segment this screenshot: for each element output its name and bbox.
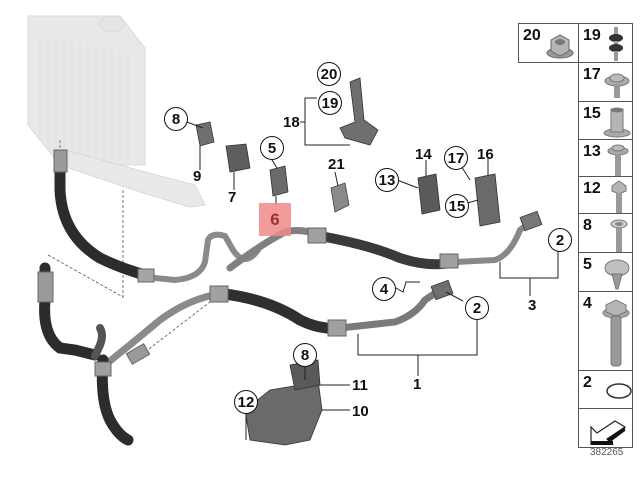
- parts-cell-label: 15: [583, 105, 601, 122]
- callout-13: 13: [375, 168, 399, 192]
- callout-7: 7: [228, 189, 237, 206]
- flange-bolt-long-icon: [607, 144, 629, 177]
- parts-cell-13[interactable]: 13: [578, 139, 633, 177]
- parts-cell-label: 19: [583, 27, 601, 44]
- callout-17: 17: [444, 146, 468, 170]
- o-ring-icon: [606, 383, 632, 399]
- callout-20: 20: [317, 62, 341, 86]
- hose-part-1: [37, 262, 454, 446]
- parts-cell-label: 4: [583, 295, 592, 312]
- parts-cell-19[interactable]: 19: [578, 23, 633, 63]
- clip-7: [225, 143, 251, 173]
- callout-21: 21: [328, 156, 345, 173]
- parts-cell-label: 8: [583, 217, 592, 234]
- self-tapping-screw-icon: [604, 259, 630, 290]
- flange-bolt-short-icon: [604, 73, 630, 98]
- diagram-reference-number: 382265: [590, 447, 624, 458]
- callout-10: 10: [352, 403, 369, 420]
- rubber-mount-icon: [609, 27, 623, 61]
- callout-18: 18: [283, 114, 300, 131]
- parts-cell-label: 13: [583, 143, 601, 160]
- mount-16: [474, 173, 501, 227]
- parts-cell-5[interactable]: 5: [578, 252, 633, 292]
- mount-14: [417, 173, 441, 215]
- callout-12: 12: [234, 390, 258, 414]
- parts-cell-20[interactable]: 20: [518, 23, 579, 63]
- parts-cell-label: 17: [583, 66, 601, 83]
- callout-16: 16: [477, 146, 494, 163]
- hex-bolt-icon: [611, 180, 627, 214]
- plate-21: [330, 182, 350, 213]
- callout-1: 1: [413, 376, 422, 393]
- callout-15: 15: [445, 194, 469, 218]
- callout-19: 19: [318, 91, 342, 115]
- collar-bolt-icon: [610, 219, 628, 252]
- callout-8-bracket: 8: [293, 343, 317, 367]
- parts-cell-17[interactable]: 17: [578, 62, 633, 102]
- callout-8-clip: 8: [164, 107, 188, 131]
- callout-14: 14: [415, 146, 432, 163]
- parts-cell-label: 5: [583, 256, 592, 273]
- sleeve-bushing-icon: [603, 107, 631, 138]
- parts-cell-label: 20: [523, 27, 541, 44]
- parts-cell-reference-arrow[interactable]: [578, 408, 633, 448]
- parts-cell-label: 2: [583, 374, 592, 391]
- clip-9: [195, 121, 215, 147]
- clip-5: [269, 165, 289, 197]
- hex-nut-icon: [546, 34, 574, 59]
- callout-2-upper: 2: [548, 228, 572, 252]
- parts-cell-2[interactable]: 2: [578, 370, 633, 409]
- parts-cell-4[interactable]: 4: [578, 291, 633, 371]
- reference-arrow-icon: [590, 420, 627, 445]
- parts-cell-label: 12: [583, 180, 601, 197]
- bracket-18: [339, 77, 379, 146]
- callout-3: 3: [528, 297, 537, 314]
- callout-5: 5: [260, 136, 284, 160]
- callout-2-lower: 2: [465, 296, 489, 320]
- parts-cell-12[interactable]: 12: [578, 176, 633, 214]
- hex-flange-bolt-icon: [602, 299, 630, 367]
- parts-cell-15[interactable]: 15: [578, 101, 633, 140]
- callout-4: 4: [372, 277, 396, 301]
- radiator-icon: [27, 15, 206, 208]
- parts-cell-8[interactable]: 8: [578, 213, 633, 253]
- callout-9: 9: [193, 168, 202, 185]
- highlighted-part-6[interactable]: 6: [259, 203, 291, 236]
- callout-11: 11: [352, 377, 368, 394]
